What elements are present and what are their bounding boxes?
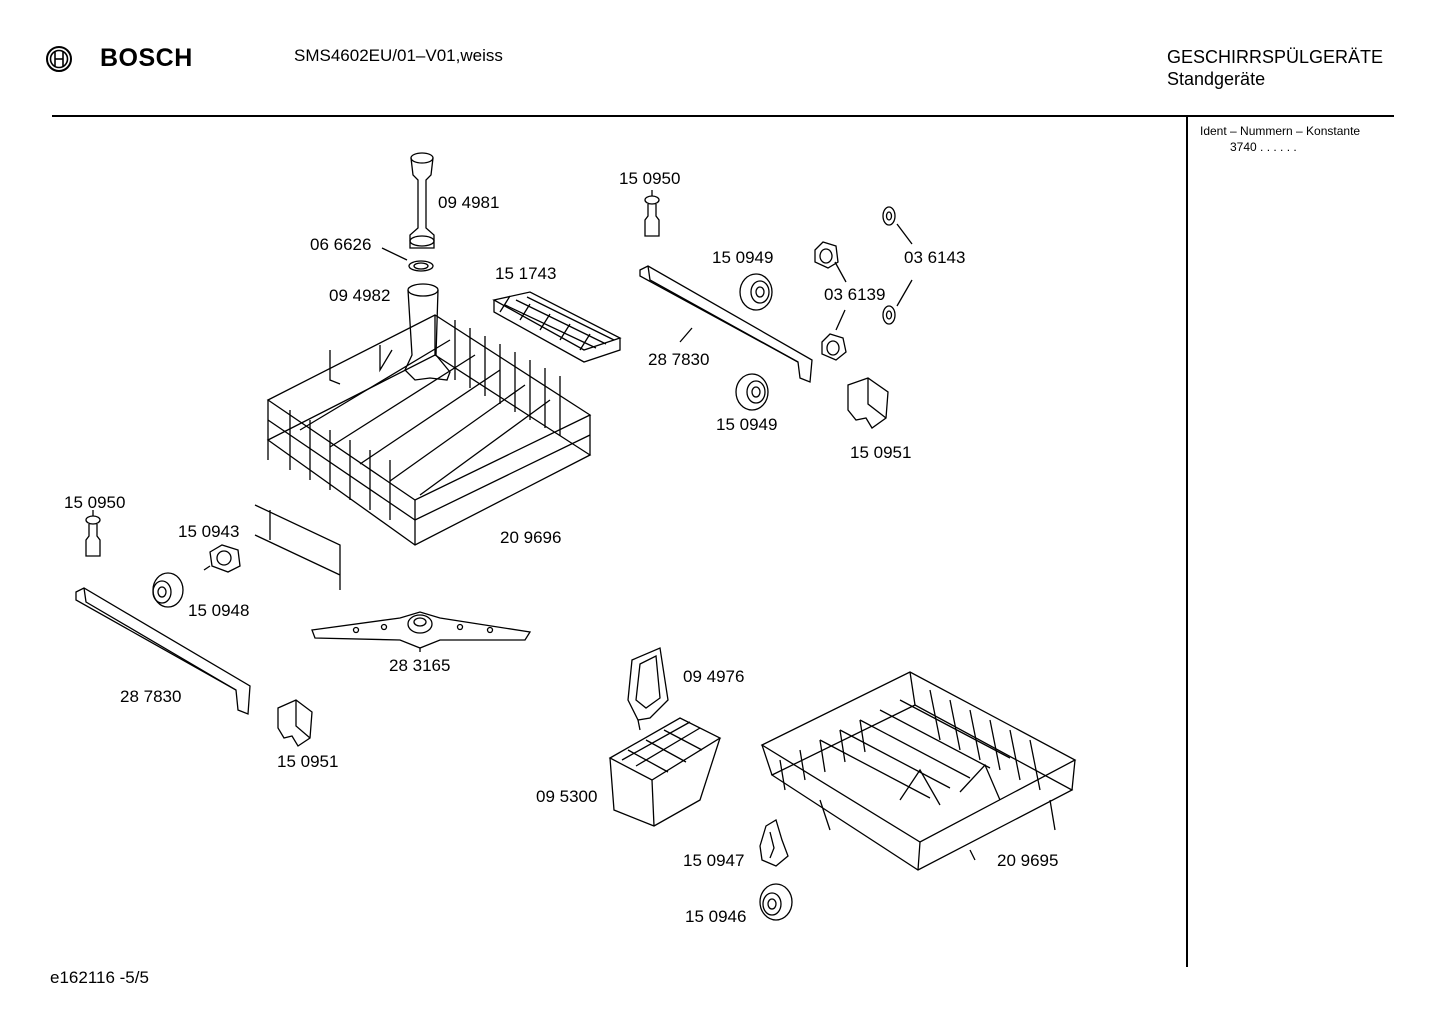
spray-arm [311, 611, 532, 652]
bolt-upper [814, 241, 847, 283]
rail-right [639, 265, 813, 383]
part-label: 03 6143 [904, 248, 966, 267]
cutlery-basket [608, 717, 722, 827]
bolt-lower [821, 309, 847, 361]
wheel-upper-1 [739, 273, 773, 311]
part-label: 09 4976 [683, 667, 745, 686]
category-subtitle: Standgeräte [1167, 69, 1266, 89]
rail-left [75, 587, 251, 715]
part-label: 15 0948 [188, 601, 250, 620]
seal-ring [381, 247, 434, 272]
part-label: 20 9696 [500, 528, 562, 547]
part-label: 15 0950 [64, 493, 126, 512]
side-divider [1186, 117, 1188, 967]
part-label: 28 3165 [389, 656, 451, 675]
spray-pipe-upper [409, 152, 435, 249]
part-label: 15 0951 [277, 752, 339, 771]
model-number: SMS4602EU/01–V01,weiss [294, 46, 503, 65]
basket-handle [627, 647, 669, 731]
header-divider [52, 115, 1394, 117]
part-label: 15 0947 [683, 851, 745, 870]
brand-name: BOSCH [100, 44, 193, 72]
part-label: 06 6626 [310, 235, 372, 254]
part-label: 28 7830 [120, 687, 182, 706]
part-label: 20 9695 [997, 851, 1059, 870]
pin-top [644, 190, 660, 237]
part-label: 15 0950 [619, 169, 681, 188]
washer-lower [882, 279, 913, 325]
document-id: e162116 -5/5 [50, 968, 149, 987]
wheel-left [152, 572, 184, 608]
wheel-clip [759, 819, 789, 867]
spray-pipe-lower [404, 283, 451, 381]
bosch-logo-icon [46, 46, 72, 72]
part-label: 15 0949 [712, 248, 774, 267]
lower-basket [760, 671, 1077, 871]
pin-left [85, 510, 101, 557]
part-label: 09 4982 [329, 286, 391, 305]
exploded-view-drawing [75, 152, 1077, 921]
part-label: 28 7830 [648, 350, 710, 369]
part-label: 15 1743 [495, 264, 557, 283]
category-title: GESCHIRRSPÜLGERÄTE [1167, 47, 1384, 67]
stopper-left [277, 699, 313, 747]
ident-label: Ident – Nummern – Konstante [1200, 124, 1361, 138]
category: GESCHIRRSPÜLGERÄTE Standgeräte [1167, 46, 1383, 90]
wheel-lower [759, 883, 793, 921]
cutlery-rack-insert [492, 291, 622, 363]
upper-basket [254, 314, 592, 590]
part-label: 15 0949 [716, 415, 778, 434]
part-label: 03 6139 [824, 285, 886, 304]
ident-value: 3740 . . . . . . [1230, 140, 1297, 154]
wheel-upper-2 [735, 373, 769, 411]
part-label: 15 0951 [850, 443, 912, 462]
part-label: 15 0946 [685, 907, 747, 926]
part-label: 15 0943 [178, 522, 240, 541]
washer-upper [882, 206, 913, 245]
part-label: 09 5300 [536, 787, 598, 806]
bolt-left [203, 544, 241, 573]
stopper-right [847, 377, 889, 429]
part-label: 09 4981 [438, 193, 500, 212]
